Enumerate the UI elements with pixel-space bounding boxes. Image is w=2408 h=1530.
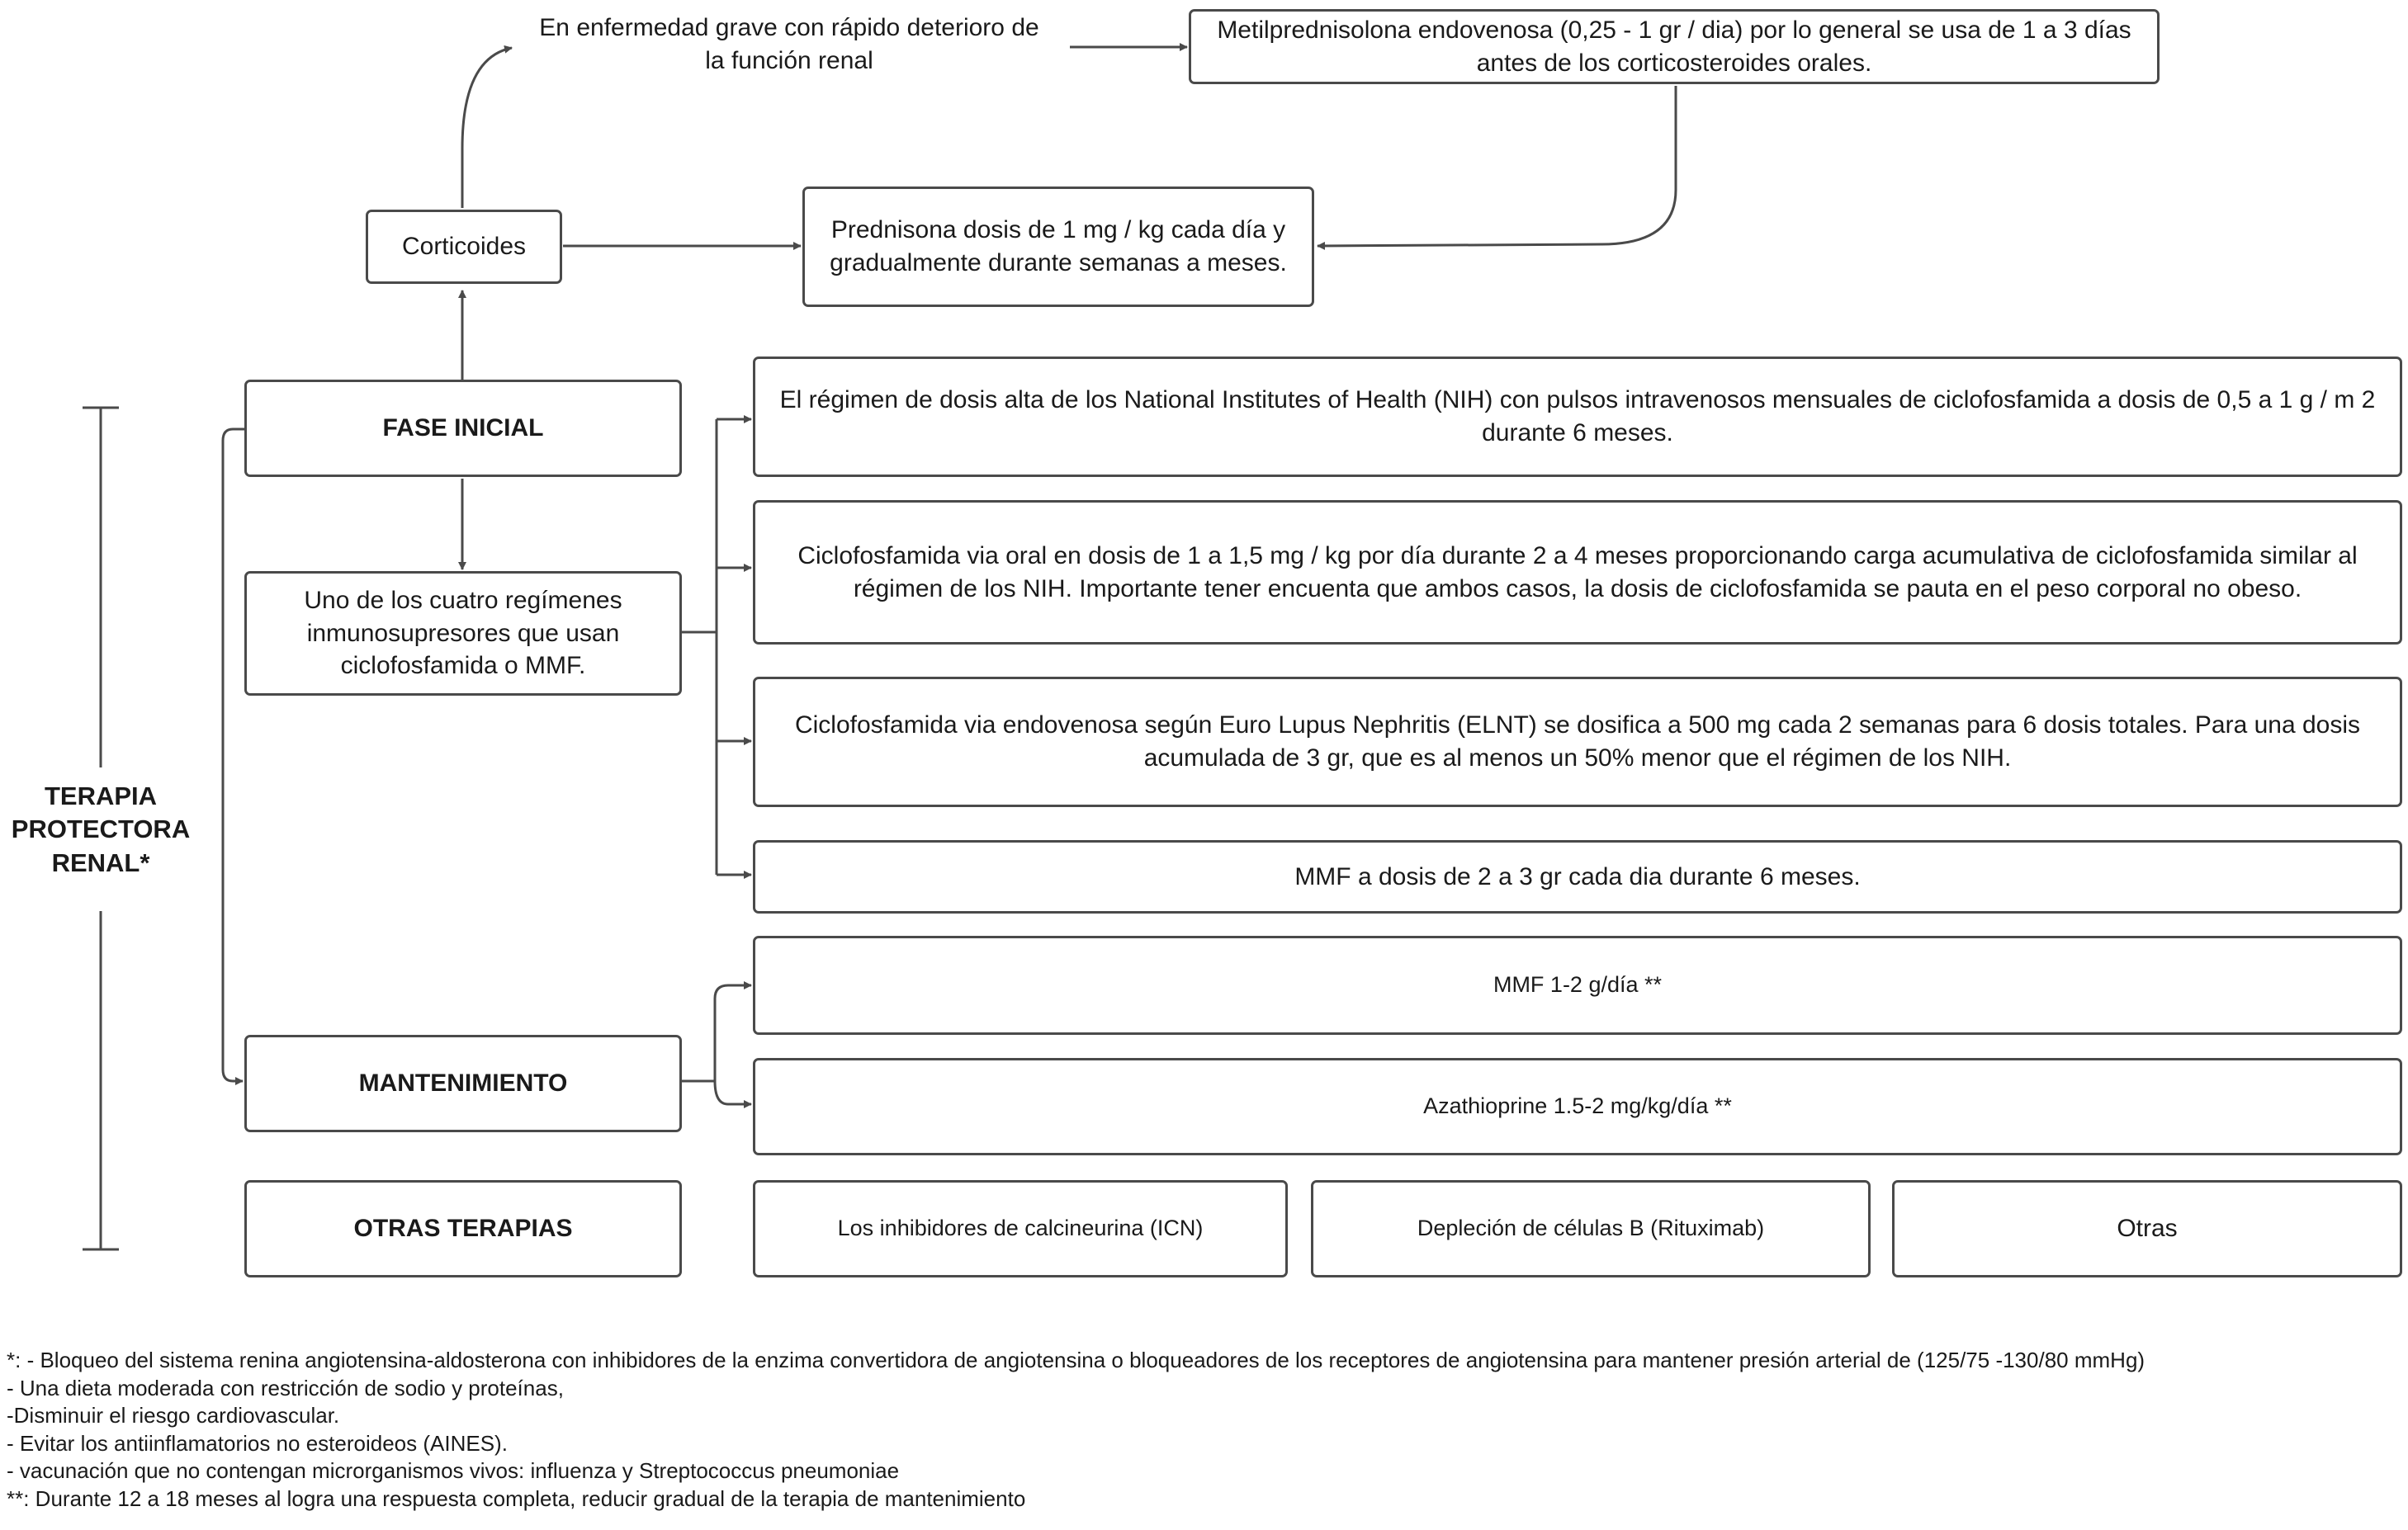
otras-terapias-box: OTRAS TERAPIAS — [244, 1180, 682, 1277]
corticoides-text: Corticoides — [401, 233, 527, 261]
mmf-maintenance-box: MMF 1-2 g/día ** — [753, 936, 2402, 1035]
severe-note-line2: la función renal — [705, 46, 873, 74]
prednisona-box: Prednisona dosis de 1 mg / kg cada día y… — [802, 187, 1314, 307]
footnote-line: - vacunación que no contengan microrgani… — [7, 1458, 900, 1484]
mmf-initial-box: MMF a dosis de 2 a 3 gr cada dia durante… — [753, 840, 2402, 914]
footnote-line: - Evitar los antiinflamatorios no estero… — [7, 1430, 508, 1456]
mmf-maintenance-text: MMF 1-2 g/día ** — [1493, 972, 1663, 998]
fase-inicial-text: FASE INICIAL — [382, 414, 544, 442]
footnote-line: -Disminuir el riesgo cardiovascular. — [7, 1403, 340, 1428]
mantenimiento-text: MANTENIMIENTO — [358, 1070, 568, 1098]
side-label-line3: RENAL* — [51, 848, 150, 877]
arrow-corticoides-to-severe — [461, 45, 513, 208]
corticoides-box: Corticoides — [366, 210, 562, 284]
b-cell-depletion-box: Depleción de células B (Rituximab) — [1311, 1180, 1871, 1277]
arrow-fase-to-mantenimiento — [221, 427, 244, 1085]
b-cell-depletion-text: Depleción de células B (Rituximab) — [1417, 1216, 1765, 1241]
methylprednisolone-box: Metilprednisolona endovenosa (0,25 - 1 g… — [1189, 9, 2160, 84]
azathioprine-box: Azathioprine 1.5-2 mg/kg/día ** — [753, 1058, 2402, 1155]
footnote-line: **: Durante 12 a 18 meses al logra una r… — [7, 1485, 1026, 1511]
otras-terapias-text: OTRAS TERAPIAS — [353, 1215, 573, 1243]
calcineurin-inhibitors-text: Los inhibidores de calcineurina (ICN) — [837, 1216, 1204, 1241]
mmf-initial-text: MMF a dosis de 2 a 3 gr cada dia durante… — [1294, 862, 1861, 890]
calcineurin-inhibitors-box: Los inhibidores de calcineurina (ICN) — [753, 1180, 1288, 1277]
other-therapies-box: Otras — [1892, 1180, 2402, 1277]
arrow-methylpred-to-prednisona — [1317, 86, 1677, 250]
severe-note-line1: En enfermedad grave con rápido deterioro… — [539, 14, 1039, 41]
side-label-line1: TERAPIA — [44, 782, 158, 810]
other-therapies-text: Otras — [2117, 1215, 2178, 1243]
oral-cyclophosphamide-box: Ciclofosfamida via oral en dosis de 1 a … — [753, 500, 2402, 645]
nih-regimen-box: El régimen de dosis alta de los National… — [753, 357, 2402, 477]
regimens-box: Uno de los cuatro regímenes inmunosupres… — [244, 571, 682, 696]
side-label-terapia: TERAPIA PROTECTORA RENAL* — [0, 780, 201, 880]
severe-disease-note: En enfermedad grave con rápido deterioro… — [509, 12, 1070, 77]
fase-inicial-box: FASE INICIAL — [244, 380, 682, 477]
side-label-line2: PROTECTORA — [11, 815, 191, 844]
elnt-cyclophosphamide-box: Ciclofosfamida via endovenosa según Euro… — [753, 677, 2402, 807]
footnotes: *: - Bloqueo del sistema renina angioten… — [7, 1347, 2145, 1513]
oral-cyclophosphamide-text: Ciclofosfamida via oral en dosis de 1 a … — [797, 541, 2358, 602]
methylprednisolone-text: Metilprednisolona endovenosa (0,25 - 1 g… — [1217, 16, 2131, 77]
elnt-cyclophosphamide-text: Ciclofosfamida via endovenosa según Euro… — [794, 711, 2361, 772]
mantenimiento-box: MANTENIMIENTO — [244, 1035, 682, 1132]
regimens-text: Uno de los cuatro regímenes inmunosupres… — [304, 587, 622, 680]
nih-regimen-text: El régimen de dosis alta de los National… — [779, 386, 2376, 446]
footnote-line: - Una dieta moderada con restricción de … — [7, 1375, 564, 1400]
azathioprine-text: Azathioprine 1.5-2 mg/kg/día ** — [1423, 1093, 1732, 1119]
prednisona-text: Prednisona dosis de 1 mg / kg cada día y… — [830, 216, 1287, 276]
footnote-line: *: - Bloqueo del sistema renina angioten… — [7, 1348, 2145, 1372]
